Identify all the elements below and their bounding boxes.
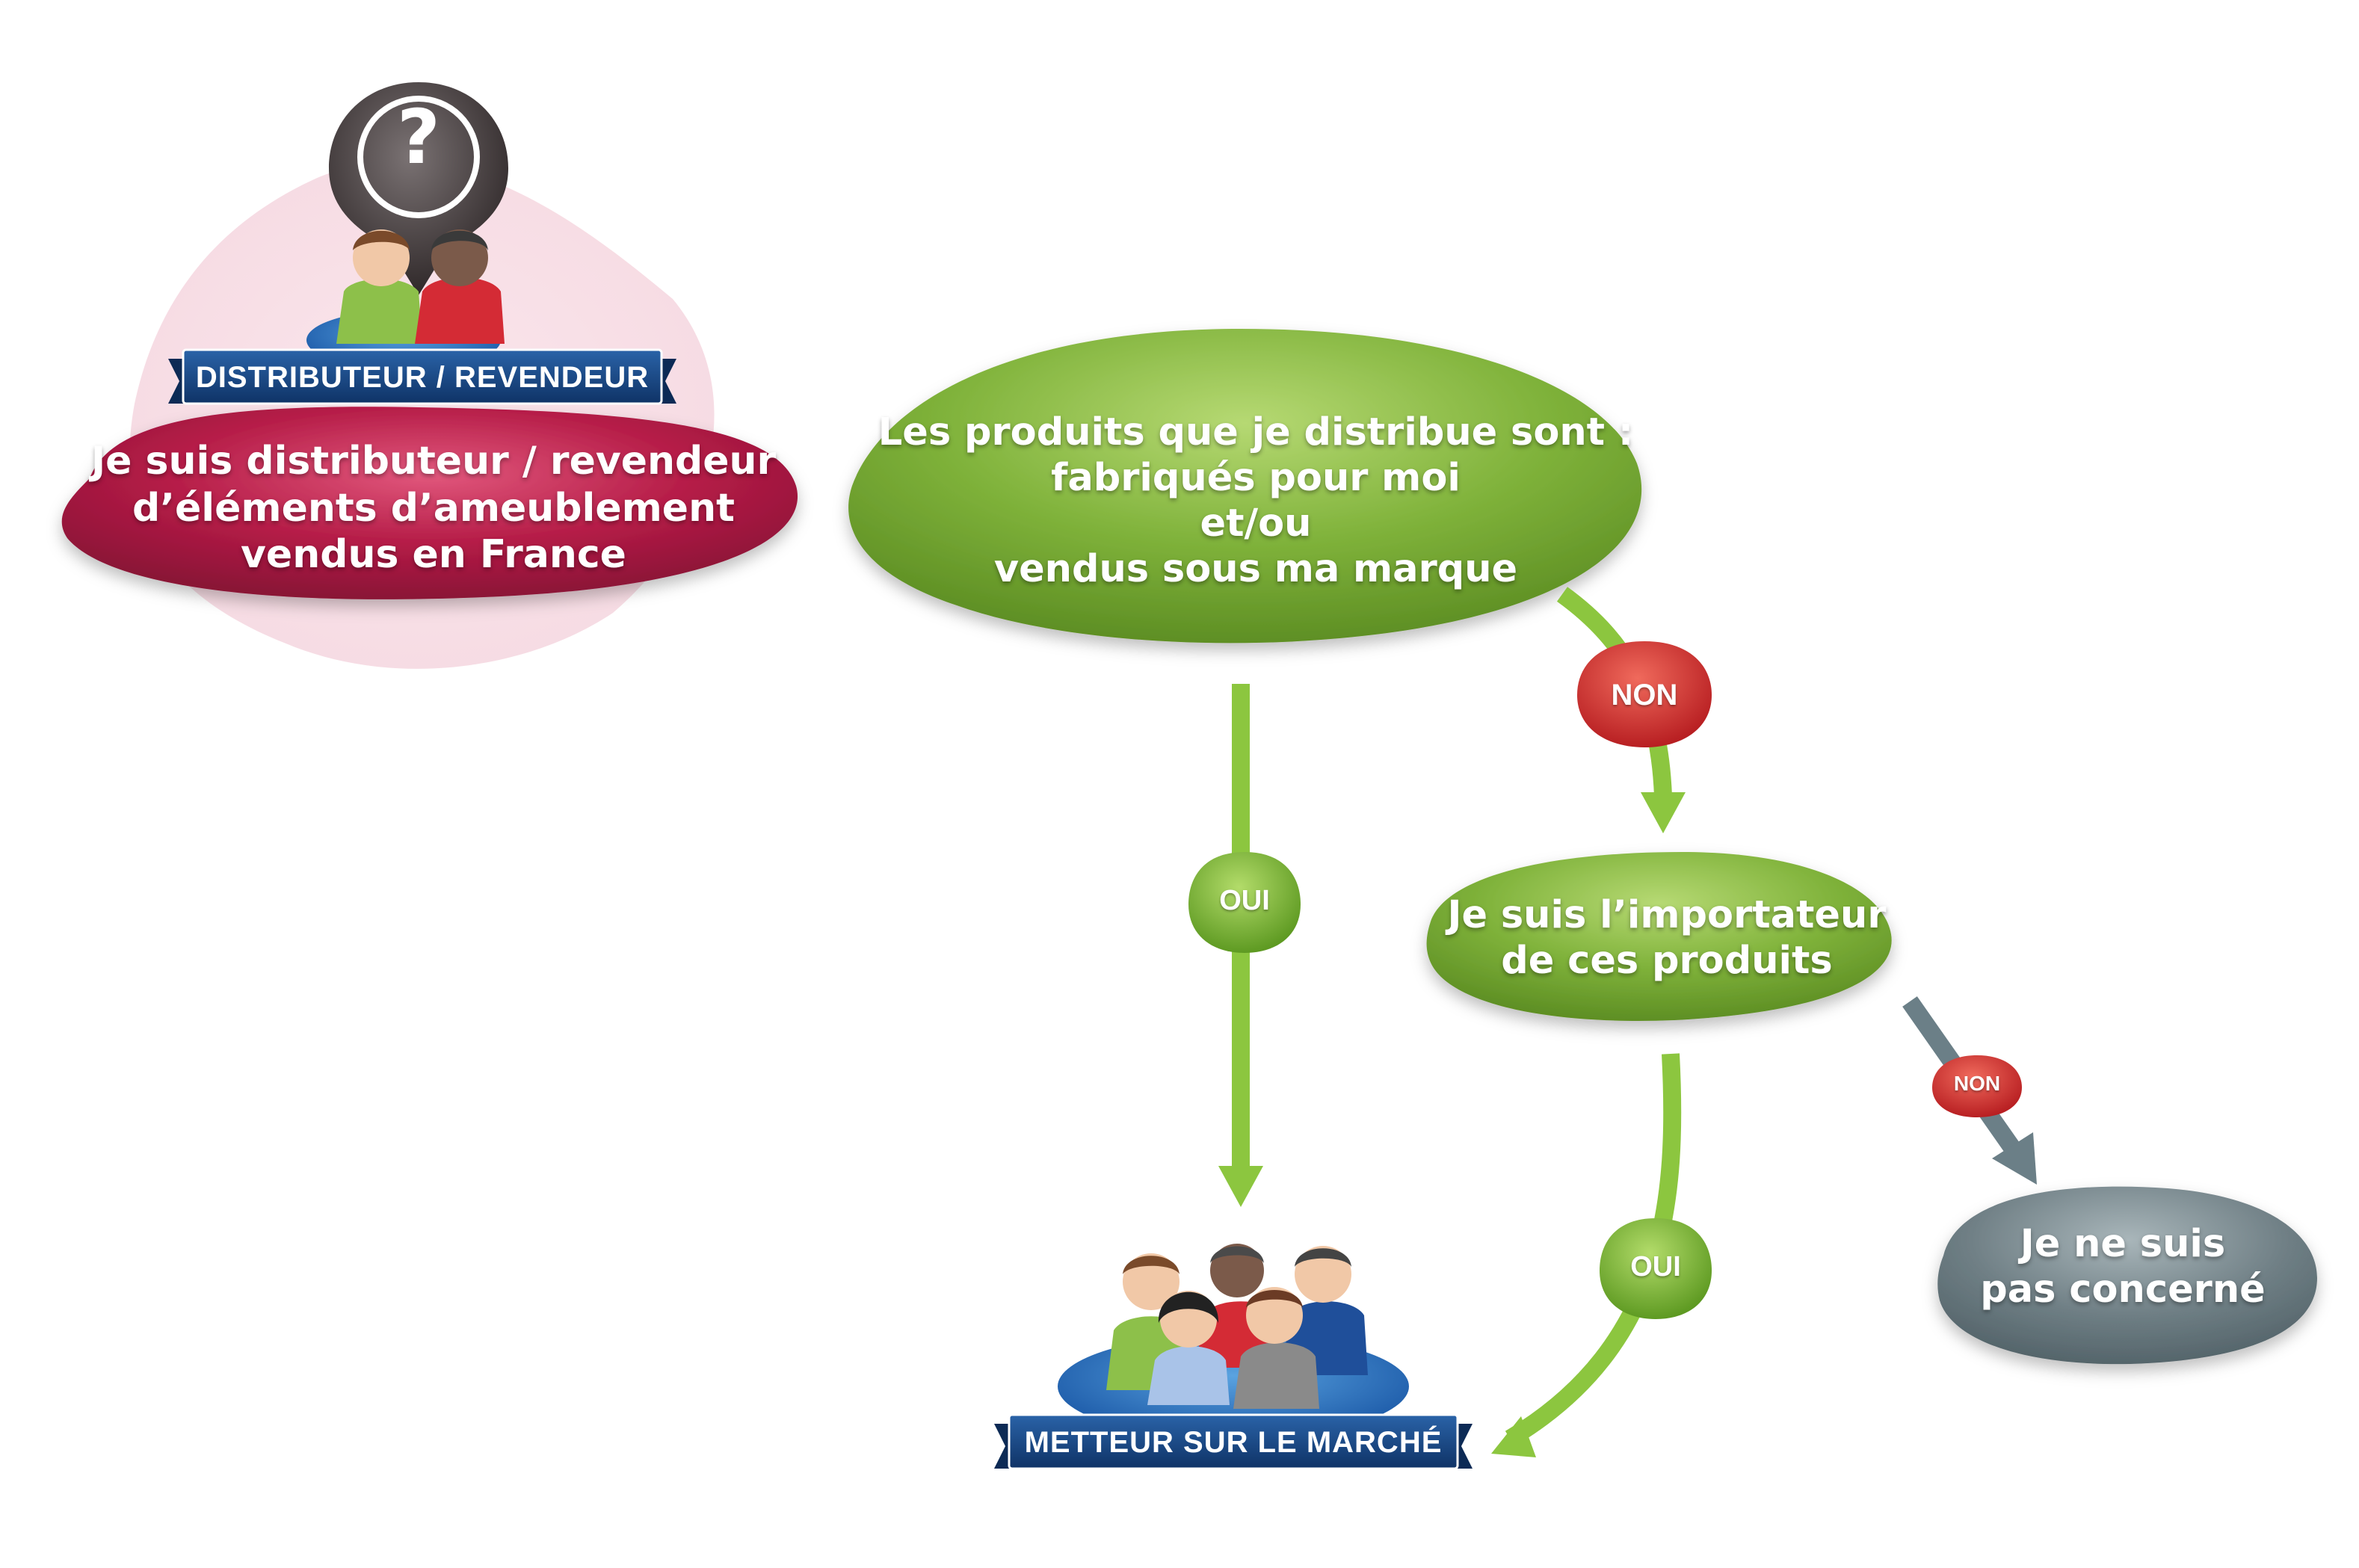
market-placer-role-label: METTEUR SUR LE MARCHÉ: [1024, 1425, 1443, 1459]
question-1-shape: [848, 329, 1642, 643]
question-2-text: Je suis l’importateur de ces produits: [1443, 882, 1891, 994]
end-node-line: pas concerné: [1980, 1268, 2266, 1312]
badge-non-2-label: NON: [1953, 1072, 2001, 1095]
question-mark: ?: [396, 93, 440, 181]
badge-oui-2: [1600, 1218, 1712, 1319]
question-2-line: Je suis l’importateur: [1447, 892, 1887, 937]
start-node-line: vendus en France: [241, 532, 626, 578]
end-node-line: Je ne suis: [2020, 1221, 2226, 1266]
badge-non-2: [1932, 1055, 2022, 1117]
end-node-text: Je ne suis pas concerné: [1943, 1211, 2302, 1323]
group-people-icon: [1058, 1244, 1409, 1439]
question-1-line: fabriqués pour moi: [1051, 455, 1461, 500]
start-node-line: d’éléments d’ameublement: [132, 485, 735, 531]
question-2-line: de ces produits: [1501, 939, 1833, 983]
start-node-text: Je suis distributeur / revendeur d’éléme…: [90, 430, 777, 587]
distributor-role-label: DISTRIBUTEUR / REVENDEUR: [195, 360, 650, 394]
badge-oui-1-label: OUI: [1219, 884, 1270, 916]
market-placer-ribbon: [994, 1413, 1473, 1470]
end-node-shape: [1937, 1186, 2317, 1365]
badge-non-1-label: NON: [1611, 678, 1678, 712]
question-1-line: et/ou: [1200, 501, 1312, 546]
badge-non-1: [1577, 641, 1712, 747]
question-1-text: Les produits que je distribue sont : fab…: [878, 404, 1633, 598]
question-1-line: vendus sous ma marque: [993, 547, 1518, 592]
distributor-ribbon: [168, 348, 676, 405]
question-2-shape: [1426, 852, 1892, 1021]
badge-oui-1: [1188, 852, 1301, 953]
start-node-shape: [61, 407, 798, 599]
start-node-line: Je suis distributeur / revendeur: [90, 439, 777, 484]
question-pin-icon: [329, 82, 508, 295]
badge-oui-2-label: OUI: [1630, 1250, 1681, 1283]
question-1-line: Les produits que je distribue sont :: [878, 410, 1634, 454]
